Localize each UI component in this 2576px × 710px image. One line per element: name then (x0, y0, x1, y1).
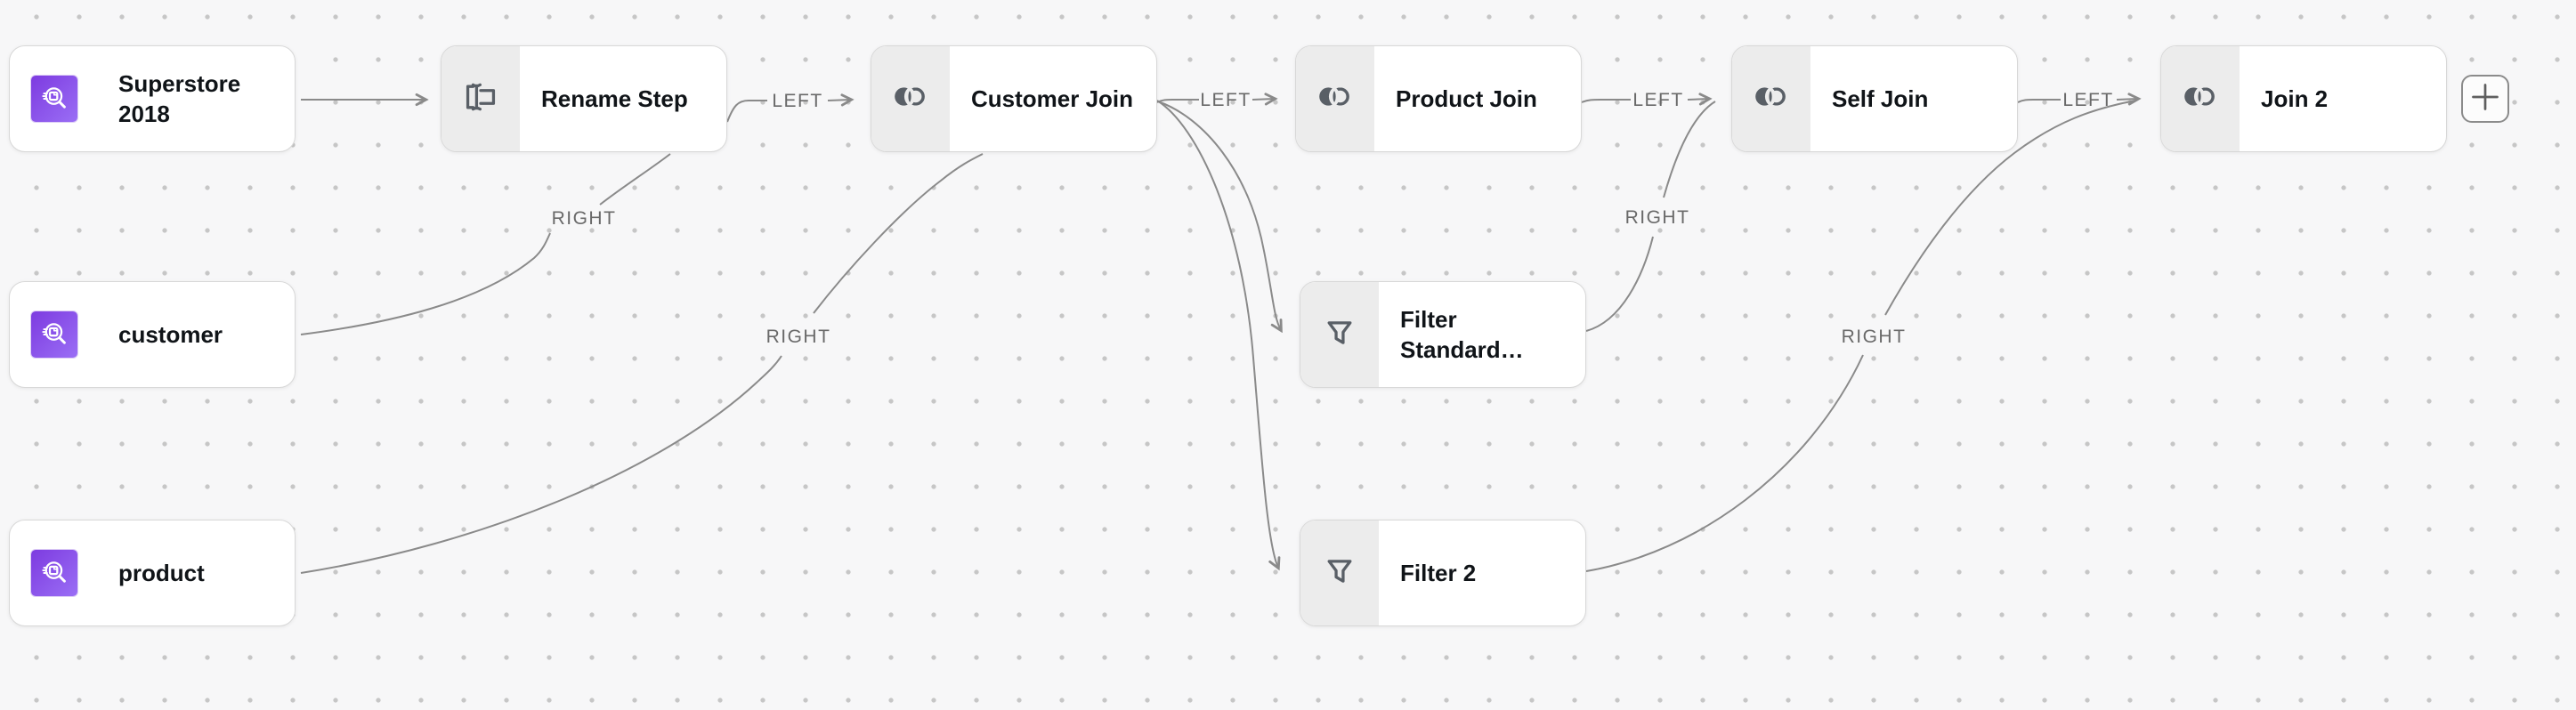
edge-customer-join-to-filter-2 (1156, 100, 1278, 568)
join-icon (1316, 83, 1355, 115)
edge-customer-to-rename: RIGHT (300, 153, 671, 335)
edge-customer-join-to-product-join: LEFT (1156, 90, 1275, 110)
edge-label: RIGHT (552, 208, 617, 229)
node-label: Filter 2 (1400, 560, 1477, 586)
node-product[interactable]: product (9, 520, 296, 626)
node-filter-2[interactable]: Filter 2 (1300, 520, 1586, 626)
node-superstore-2018[interactable]: Superstore 2018 (9, 45, 296, 152)
rename-icon (462, 78, 499, 120)
node-label: Superstore 2018 (118, 70, 241, 127)
node-label: Customer Join (971, 85, 1134, 112)
edge-label: LEFT (772, 91, 822, 111)
node-customer[interactable]: customer (9, 281, 296, 388)
edge-product-join-to-self-join: LEFT (1581, 90, 1709, 110)
dataset-icon (31, 76, 77, 122)
join-icon (1752, 83, 1791, 115)
edge-self-join-to-join-2: LEFT (2017, 90, 2138, 110)
edge-label: LEFT (1200, 90, 1251, 110)
edge-label: LEFT (2062, 90, 2113, 110)
node-label: Rename Step (541, 85, 688, 112)
filter-icon (1321, 553, 1358, 594)
edge-rename-to-customer-join: LEFT (726, 91, 851, 123)
node-self-join[interactable]: Self Join (1731, 45, 2018, 152)
plus-icon (2461, 73, 2509, 125)
node-join-2[interactable]: Join 2 (2160, 45, 2447, 152)
node-label: Filter Standard… (1400, 306, 1524, 363)
node-label: customer (118, 321, 223, 348)
node-filter-standard[interactable]: Filter Standard… (1300, 281, 1586, 388)
edge-product-to-customer-join: RIGHT (300, 153, 984, 574)
filter-icon (1321, 314, 1358, 356)
edge-customer-join-to-filter-standard (1157, 101, 1281, 330)
edge-label: RIGHT (766, 327, 831, 347)
node-label: Self Join (1832, 85, 1929, 112)
node-label: Join 2 (2261, 85, 2329, 112)
node-rename-step[interactable]: Rename Step (441, 45, 727, 152)
join-icon (2181, 83, 2220, 115)
edge-filter-2-to-join-2: RIGHT (1585, 100, 2136, 572)
dataset-icon (31, 311, 77, 358)
edge-filter-standard-to-self-join: RIGHT (1585, 101, 1716, 332)
edge-label: RIGHT (1842, 327, 1907, 347)
node-customer-join[interactable]: Customer Join (871, 45, 1157, 152)
add-step-button[interactable] (2461, 75, 2509, 123)
node-label: Product Join (1396, 85, 1537, 112)
dataset-icon (31, 550, 77, 596)
join-icon (891, 83, 930, 115)
node-label: product (118, 560, 205, 586)
edge-label: RIGHT (1625, 207, 1690, 228)
node-product-join[interactable]: Product Join (1295, 45, 1582, 152)
edge-label: LEFT (1632, 90, 1683, 110)
